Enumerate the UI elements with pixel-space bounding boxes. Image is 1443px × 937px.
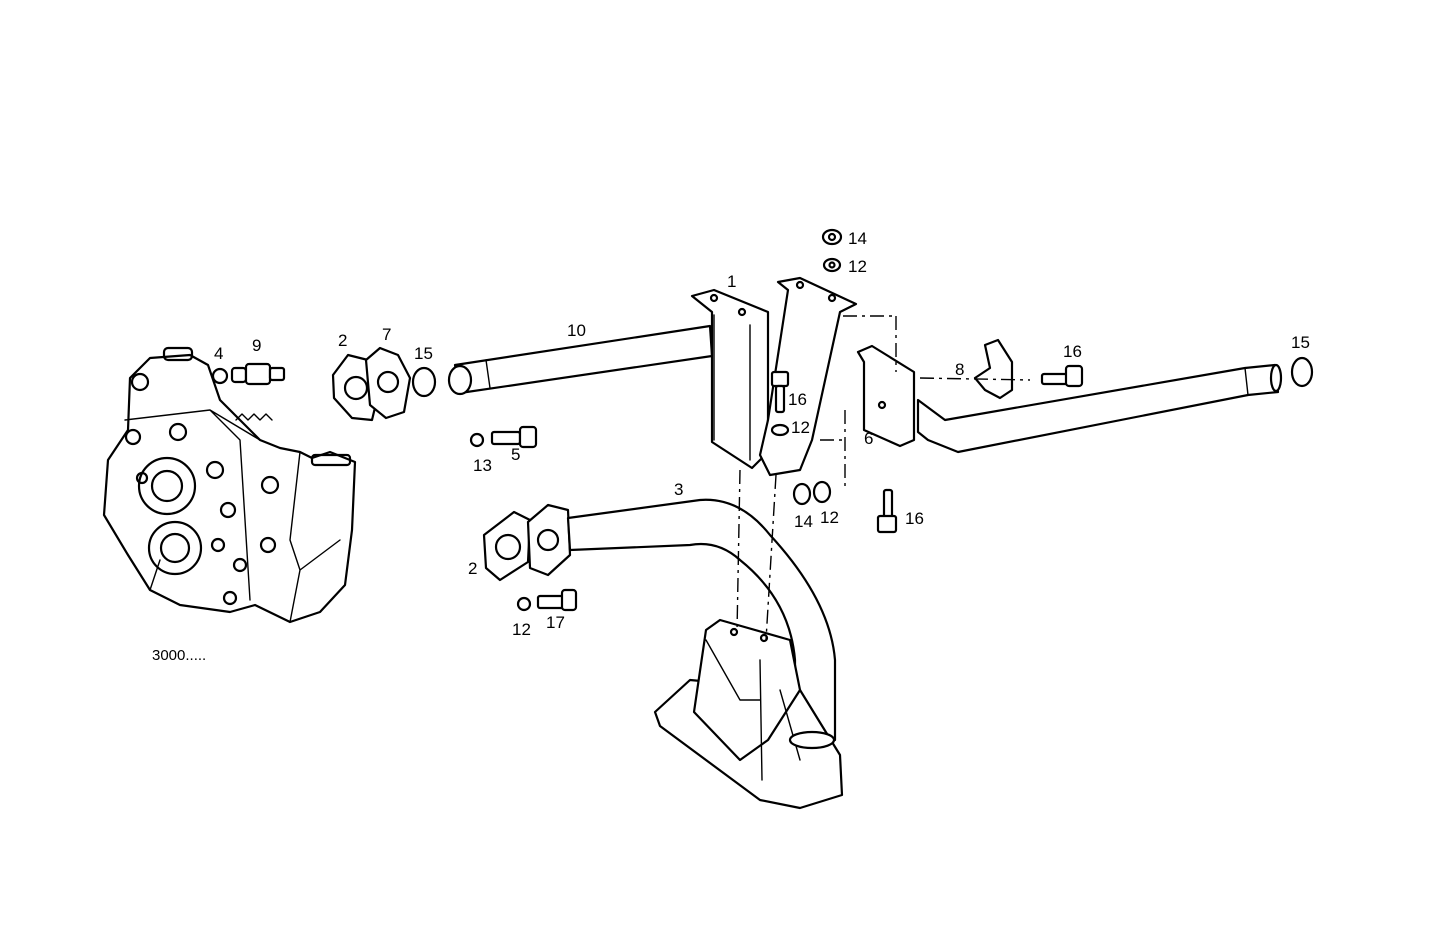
part-label-10: 10 [567, 321, 586, 340]
part-12-washer-top [822, 257, 842, 273]
part-13-washer [469, 432, 485, 448]
part-1-bracket [690, 288, 770, 470]
part-7-gasket [364, 346, 412, 420]
part-16-bolt-mid [770, 370, 790, 437]
part-label-12-right: 12 [820, 508, 839, 527]
part-15-ring-right [1290, 356, 1314, 388]
part-5-screw [490, 425, 538, 449]
part-label-6: 6 [864, 429, 874, 448]
part-12-washer-right [812, 480, 832, 504]
part-label-14-top: 14 [848, 229, 867, 248]
part-label-12-mid: 12 [791, 418, 810, 437]
part-14-nut-right [792, 482, 812, 506]
part-15-ring-left [411, 366, 437, 398]
part-label-17: 17 [546, 613, 565, 632]
assembly-lines [736, 315, 1031, 641]
part-8-clip [973, 338, 1014, 400]
right-tube [916, 363, 1283, 454]
part-16-bolt-bottom [876, 488, 898, 534]
part-label-15-left: 15 [414, 344, 433, 363]
part-17-screw [536, 588, 578, 612]
part-label-16-right: 16 [1063, 342, 1082, 361]
part-label-4: 4 [214, 344, 224, 363]
part-6-bracket [856, 344, 916, 448]
part-3-tube [566, 498, 837, 744]
part-label-13: 13 [473, 456, 492, 475]
part-label-5: 5 [511, 445, 521, 464]
base-mount [653, 618, 844, 810]
part-12-washer-bottom [516, 596, 532, 612]
part-2-flange-bottom [482, 510, 532, 582]
part-label-16-mid: 16 [788, 390, 807, 409]
part-label-7: 7 [382, 325, 392, 344]
part-14-nut-top [821, 228, 843, 246]
part-label-9: 9 [252, 336, 262, 355]
part-label-8: 8 [955, 360, 965, 379]
part-label-12-bottom: 12 [512, 620, 531, 639]
part-label-16-bottom: 16 [905, 509, 924, 528]
part-label-15-right: 15 [1291, 333, 1310, 352]
part-label-2-bottom: 2 [468, 559, 478, 578]
part-9-fitting [230, 362, 286, 386]
part-3-gasket [526, 503, 572, 577]
reference-label: 3000..... [152, 647, 207, 664]
part-label-12-top: 12 [848, 257, 867, 276]
part-4-ring [211, 367, 229, 385]
part-label-3: 3 [674, 480, 684, 499]
part-label-14-right: 14 [794, 512, 813, 531]
pump-housing [102, 346, 357, 624]
part-16-bolt-right [1040, 364, 1084, 388]
part-label-1: 1 [727, 272, 737, 291]
part-label-2-top: 2 [338, 331, 348, 350]
